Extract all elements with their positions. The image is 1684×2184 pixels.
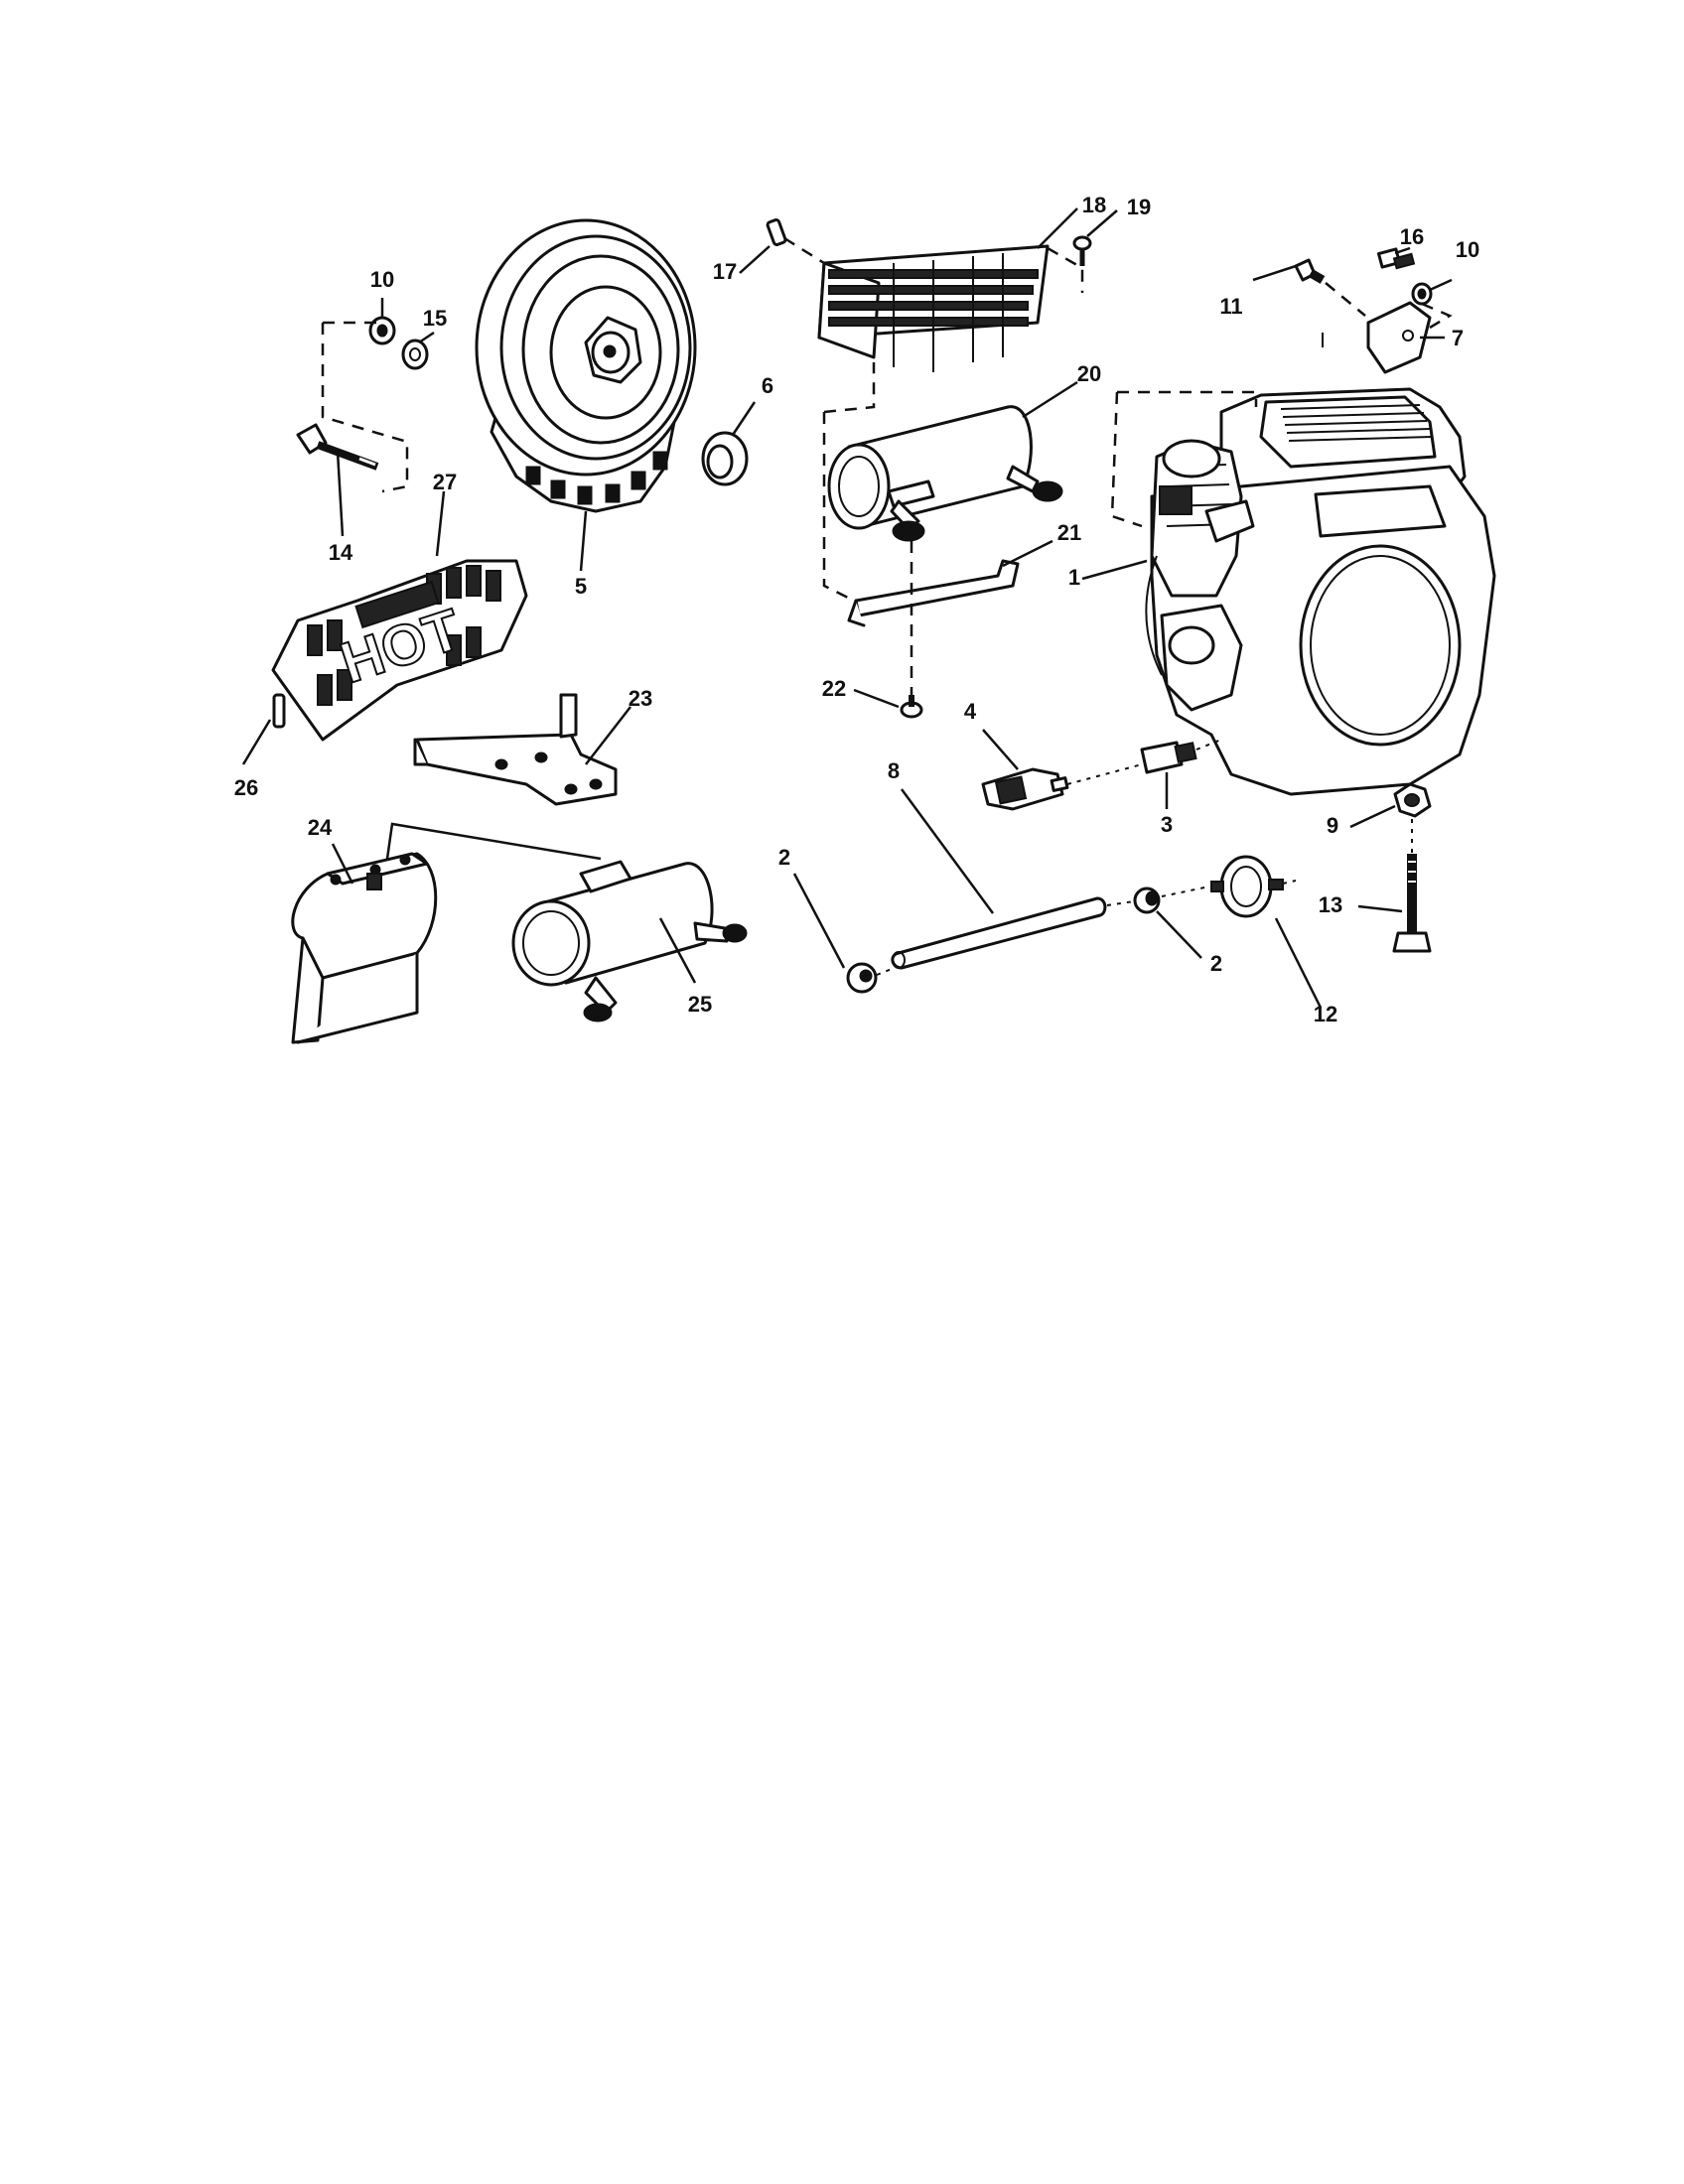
label-25: 25	[688, 992, 712, 1017]
clutch-pulley	[475, 218, 697, 513]
guide-3-4	[1066, 739, 1222, 785]
bolt-14	[296, 423, 379, 471]
bracket-7	[1366, 301, 1432, 374]
label-5: 5	[575, 574, 587, 599]
bolt-11	[1294, 258, 1326, 284]
label-20: 20	[1077, 361, 1101, 386]
label-10b: 10	[1456, 237, 1479, 262]
pin-26	[272, 693, 286, 729]
label-27: 27	[433, 470, 457, 494]
label-23: 23	[629, 686, 652, 711]
label-22: 22	[822, 676, 846, 701]
guide-17-18	[783, 236, 1084, 293]
engine	[1145, 333, 1496, 796]
label-3: 3	[1161, 812, 1173, 837]
nut-9	[1393, 782, 1432, 818]
fuel-filter-12	[1210, 855, 1284, 918]
bolt-13	[1392, 854, 1432, 953]
guide-7	[1325, 282, 1453, 330]
hose-clamp-2-left	[846, 962, 878, 994]
bracket-21	[847, 559, 1020, 627]
label-7: 7	[1452, 326, 1464, 350]
muffler-25	[511, 860, 748, 1023]
bolt-17	[766, 218, 787, 246]
label-11: 11	[1219, 294, 1242, 319]
part-labels: 1 2 2 3 4 5 6 7 8 9 10 10 11 12 13 14 15…	[234, 193, 1479, 1026]
guide-20	[822, 362, 1258, 603]
label-9: 9	[1327, 813, 1338, 838]
fitting-4	[981, 767, 1069, 811]
washer-15	[401, 339, 429, 370]
fuel-hose-8	[891, 896, 1107, 970]
label-15: 15	[423, 306, 447, 331]
guard-18	[817, 244, 1050, 372]
label-8: 8	[888, 758, 900, 783]
label-19: 19	[1127, 195, 1151, 219]
guide-24-25	[385, 822, 602, 861]
label-26: 26	[234, 775, 258, 800]
shield-24	[291, 852, 438, 1044]
label-14: 14	[329, 540, 353, 565]
label-13: 13	[1319, 892, 1342, 917]
label-24: 24	[308, 815, 333, 840]
washer-10-right	[1411, 282, 1433, 306]
leader-lines	[241, 207, 1453, 1009]
guide-fuel	[876, 880, 1297, 976]
label-1: 1	[1068, 565, 1080, 590]
label-17: 17	[713, 259, 737, 284]
label-10a: 10	[370, 267, 394, 292]
label-4: 4	[964, 699, 977, 724]
label-2a: 2	[778, 845, 790, 870]
label-6: 6	[762, 373, 773, 398]
screw-22	[900, 695, 923, 719]
bolt-19	[1072, 235, 1092, 266]
guide-14	[321, 321, 409, 493]
bolt-16	[1376, 247, 1416, 270]
label-16: 16	[1400, 224, 1424, 249]
muffler-20	[827, 405, 1063, 542]
label-21: 21	[1057, 520, 1081, 545]
fitting-3	[1140, 741, 1197, 774]
hose-clamp-2-right	[1133, 887, 1161, 914]
heat-shield: HOT	[271, 559, 528, 742]
label-18: 18	[1082, 193, 1106, 217]
bearing	[701, 431, 749, 486]
bracket-23	[413, 693, 618, 806]
label-12: 12	[1314, 1002, 1337, 1026]
label-2b: 2	[1210, 951, 1222, 976]
